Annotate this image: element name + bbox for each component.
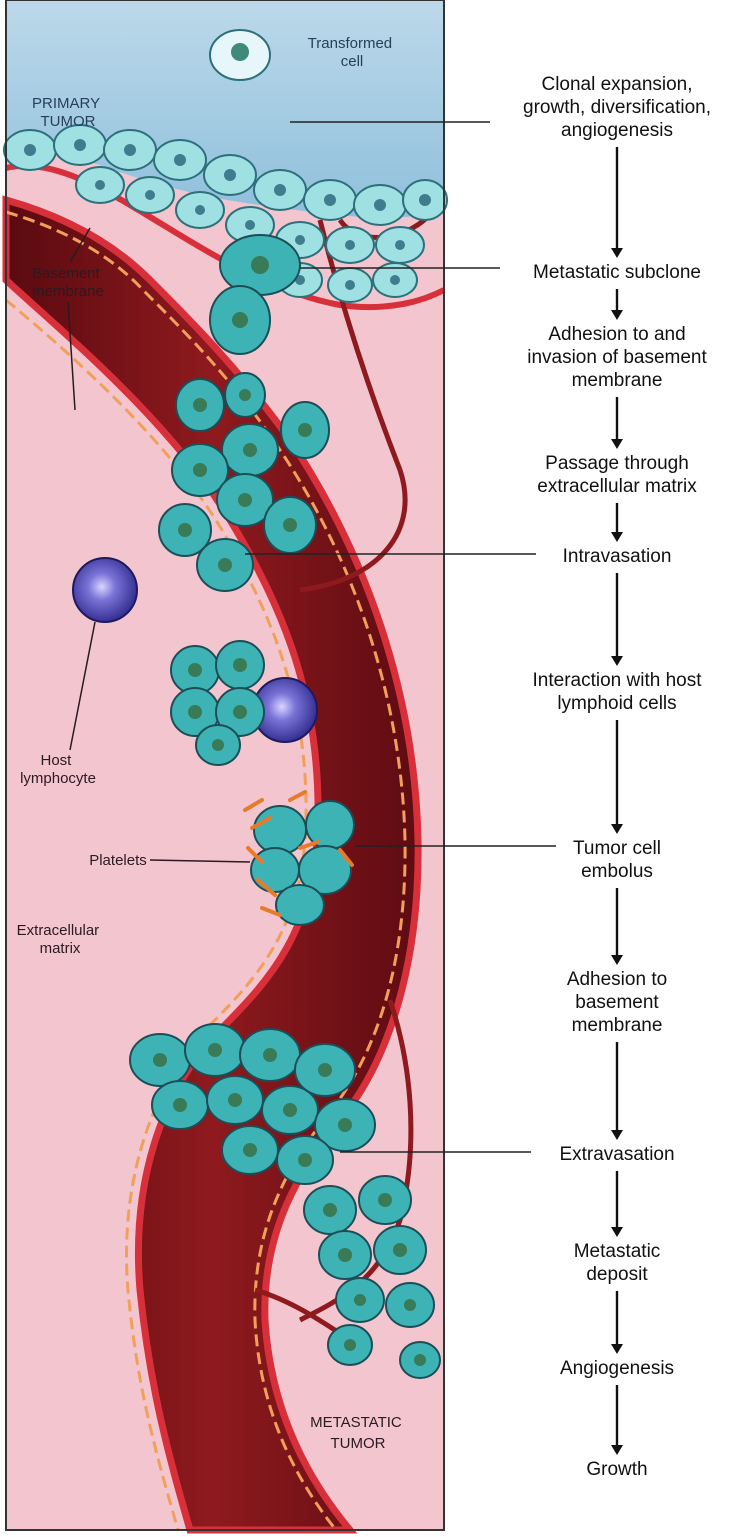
step-label: Angiogenesis <box>560 1358 674 1379</box>
flow-arrow-head <box>611 439 623 449</box>
step-label: Metastatic subclone <box>533 262 701 283</box>
step-label: Growth <box>586 1459 647 1480</box>
step-flow: Clonal expansion,growth, diversification… <box>523 74 711 1480</box>
step-label: Intravasation <box>563 546 672 567</box>
flow-arrow-head <box>611 1445 623 1455</box>
flow-arrow-head <box>611 1227 623 1237</box>
transformed-cell <box>210 30 270 80</box>
step-label: Extravasation <box>559 1144 674 1165</box>
flow-arrow-head <box>611 1130 623 1140</box>
flow-arrow-head <box>611 532 623 542</box>
flow-arrow-head <box>611 824 623 834</box>
flow-arrow-head <box>611 248 623 258</box>
flow-arrow-head <box>611 656 623 666</box>
flow-arrow-head <box>611 310 623 320</box>
basement-membrane-label: Basement membrane <box>32 265 104 300</box>
illustration-panel: PRIMARY TUMOR Transformed cell Basement … <box>4 0 447 1530</box>
flow-arrow-head <box>611 955 623 965</box>
platelets-label: Platelets <box>89 852 147 869</box>
primary-tumor-label: PRIMARY TUMOR <box>32 95 104 130</box>
lymphocyte-icon <box>73 558 137 622</box>
flow-arrow-head <box>611 1344 623 1354</box>
step-label: Clonal expansion,growth, diversification… <box>523 74 711 141</box>
